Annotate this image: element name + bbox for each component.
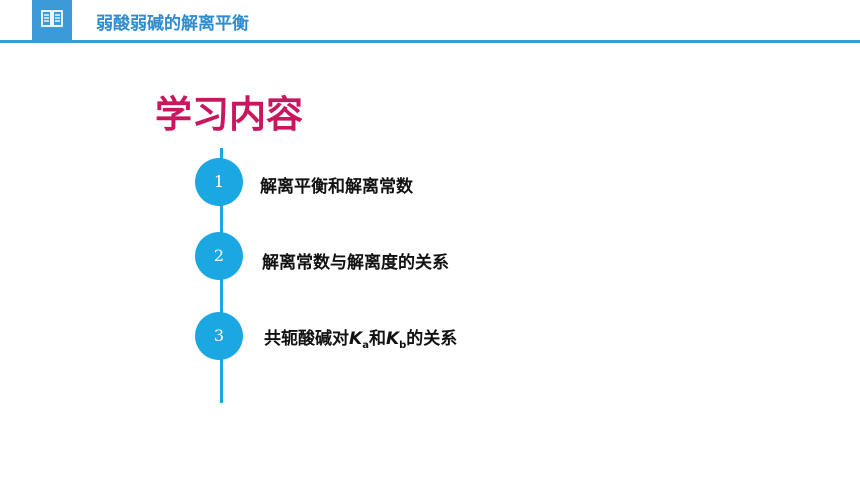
step-circle-3: 3: [195, 312, 243, 360]
header-title: 弱酸弱碱的解离平衡: [96, 14, 249, 34]
step-circle-1: 1: [195, 158, 243, 206]
step-label-2: 解离常数与解离度的关系: [262, 253, 449, 273]
step-label-3: 共轭酸碱对Ka和Kb的关系: [264, 324, 457, 351]
step-circle-2: 2: [195, 232, 243, 280]
step-label-3-suffix: 的关系: [406, 329, 458, 349]
step-label-3-mid: 和: [368, 329, 386, 349]
step-label-3-prefix: 共轭酸碱对: [264, 329, 349, 349]
ka-subscript: a: [362, 340, 369, 351]
header-icon-box: [32, 0, 72, 40]
kb-subscript: b: [399, 340, 407, 351]
header-divider: [0, 40, 860, 43]
section-heading: 学习内容: [155, 93, 303, 136]
ka-symbol: K: [349, 329, 363, 349]
kb-symbol: K: [385, 329, 400, 349]
step-label-1: 解离平衡和解离常数: [260, 177, 413, 197]
